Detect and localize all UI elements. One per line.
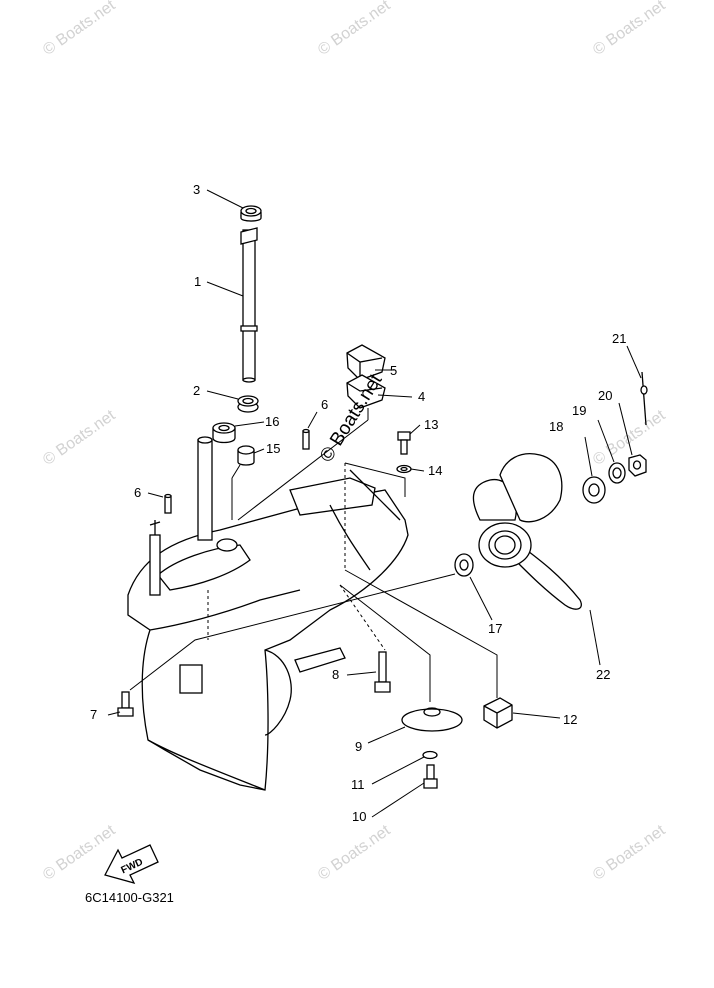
cotter-pin-21	[640, 371, 648, 426]
bolt-8	[374, 651, 391, 693]
part-label-6: 6	[134, 485, 142, 500]
dowel-pin-6-right	[302, 428, 310, 450]
leader-lines	[107, 189, 642, 818]
nut-20	[628, 454, 647, 477]
spacer-18	[582, 476, 606, 504]
anode-12	[483, 697, 513, 729]
part-label-4: 4	[418, 389, 426, 404]
part-label-14: 14	[428, 463, 443, 478]
washer-11	[422, 750, 438, 760]
part-label-15: 15	[266, 441, 281, 456]
propeller-22	[472, 453, 582, 610]
bushing-3	[240, 205, 262, 222]
anode-plate-9	[401, 707, 463, 732]
washer-14	[396, 464, 412, 474]
trim-tab-anode-5	[346, 344, 386, 381]
part-label-7: 7	[90, 707, 98, 722]
bolt-13	[397, 431, 411, 455]
bolt-7	[117, 691, 134, 717]
part-label-22: 22	[596, 667, 611, 682]
sleeve-15	[237, 445, 255, 466]
washer-19	[608, 462, 626, 484]
lower-case-housing	[127, 436, 409, 791]
part-label-6: 6	[321, 397, 329, 412]
diagram-code: 6C14100-G321	[85, 890, 174, 905]
part-label-16: 16	[265, 414, 280, 429]
part-label-20: 20	[598, 388, 613, 403]
washer-17	[454, 553, 474, 577]
part-label-11: 11	[351, 777, 365, 792]
part-label-18: 18	[549, 419, 564, 434]
part-label-13: 13	[424, 417, 439, 432]
drive-shaft	[240, 227, 258, 383]
part-label-2: 2	[193, 383, 201, 398]
part-label-12: 12	[563, 712, 578, 727]
forward-arrow-icon	[104, 844, 159, 885]
part-label-17: 17	[488, 621, 503, 636]
part-label-1: 1	[194, 274, 202, 289]
anode-4	[346, 374, 386, 409]
seal-16	[212, 422, 236, 444]
part-label-8: 8	[332, 667, 340, 682]
part-label-19: 19	[572, 403, 587, 418]
part-label-21: 21	[612, 331, 627, 346]
bushing-2	[237, 395, 259, 413]
part-label-10: 10	[352, 809, 367, 824]
part-label-9: 9	[355, 739, 363, 754]
part-label-5: 5	[390, 363, 398, 378]
dowel-pin-6-left	[164, 493, 172, 514]
bolt-10	[423, 764, 438, 789]
part-label-3: 3	[193, 182, 201, 197]
